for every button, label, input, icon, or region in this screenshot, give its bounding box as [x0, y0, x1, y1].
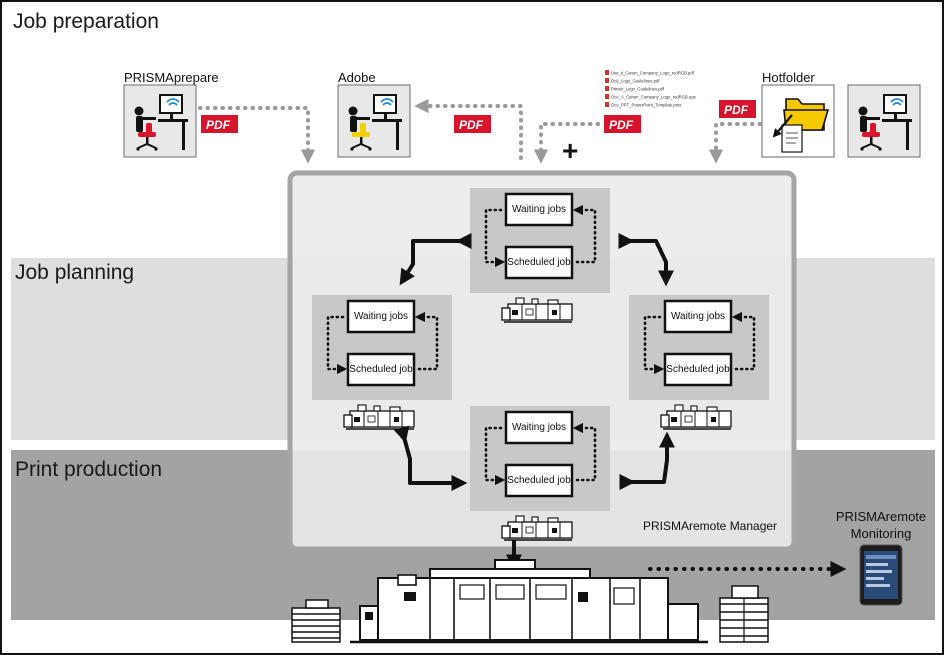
input-arrow-adobe [414, 98, 523, 160]
transfer-arrow-top-left [399, 233, 472, 286]
file-item: Océ_Logo_Guidelines.pdf [605, 78, 660, 84]
transfer-arrow-top-right [618, 233, 674, 287]
svg-text:Oce_A_Canon_Company_Logo_redRG: Oce_A_Canon_Company_Logo_redRGB.eps [611, 95, 696, 100]
production-printer-icon [350, 559, 708, 644]
svg-text:PDF: PDF [724, 103, 749, 117]
workstation-icon[interactable] [847, 84, 921, 158]
scheduled-job-label: Scheduled job [666, 364, 730, 375]
source-label-prismaprepare: PRISMAprepare [124, 70, 219, 85]
pdf-badge: PDF [719, 100, 756, 118]
transfer-arrow-bottom-right [619, 431, 675, 490]
waiting-jobs-label: Waiting jobs [354, 311, 408, 322]
monitoring-label-line2: Monitoring [851, 526, 912, 541]
plus-sign: + [562, 135, 578, 166]
waiting-jobs-label: Waiting jobs [512, 422, 566, 433]
lane-title-job-planning: Job planning [15, 261, 134, 284]
waiting-jobs-label: Waiting jobs [512, 204, 566, 215]
source-label-adobe: Adobe [338, 70, 376, 85]
pdf-badge: PDF [454, 115, 491, 133]
manager-label: PRISMAremote Manager [643, 519, 777, 533]
monitoring-label-line1: PRISMAremote [836, 509, 926, 524]
file-item: Use_it_Canon_Company_Logo_redRGB.pdf [605, 70, 695, 76]
waiting-jobs-label: Waiting jobs [671, 311, 725, 322]
svg-text:Océ_Logo_Guidelines.pdf: Océ_Logo_Guidelines.pdf [611, 79, 660, 84]
input-arrow-prismaprepare [198, 106, 316, 164]
prismaprepare-workstation-icon[interactable] [123, 84, 197, 158]
adobe-workstation-icon[interactable] [337, 84, 411, 158]
source-label-hotfolder: Hotfolder [762, 70, 815, 85]
paper-stack-output-icon [719, 585, 769, 643]
pdf-file-list: Use_it_Canon_Company_Logo_redRGB.pdf Océ… [605, 70, 696, 108]
svg-text:Oce_PPT_PowerPoint_Template.po: Oce_PPT_PowerPoint_Template.potx [611, 103, 682, 108]
paper-stack-input-icon [291, 599, 341, 643]
svg-text:Use_it_Canon_Company_Logo_redR: Use_it_Canon_Company_Logo_redRGB.pdf [611, 71, 695, 76]
scheduled-job-label: Scheduled job [507, 475, 571, 486]
file-item: Printer_Logo_Guidelines.pdf [605, 86, 665, 92]
file-item: Oce_PPT_PowerPoint_Template.potx [605, 102, 682, 108]
file-item: Oce_A_Canon_Company_Logo_redRGB.eps [605, 94, 696, 100]
lane-title-print-production: Print production [15, 458, 162, 481]
scheduled-job-label: Scheduled job [507, 257, 571, 268]
svg-text:Printer_Logo_Guidelines.pdf: Printer_Logo_Guidelines.pdf [611, 87, 665, 92]
pdf-badge: PDF [604, 115, 641, 133]
pdf-badge: PDF [201, 115, 238, 133]
svg-text:PDF: PDF [609, 118, 634, 132]
svg-text:PDF: PDF [206, 118, 231, 132]
transfer-arrow-bottom-left [393, 425, 468, 491]
prismaremote-monitoring-tablet-icon[interactable] [859, 544, 903, 606]
input-arrow-hotfolder [708, 122, 762, 164]
hotfolder-icon[interactable] [761, 84, 835, 158]
lane-title-job-preparation: Job preparation [13, 10, 159, 33]
svg-text:PDF: PDF [459, 118, 484, 132]
scheduled-job-label: Scheduled job [349, 364, 413, 375]
